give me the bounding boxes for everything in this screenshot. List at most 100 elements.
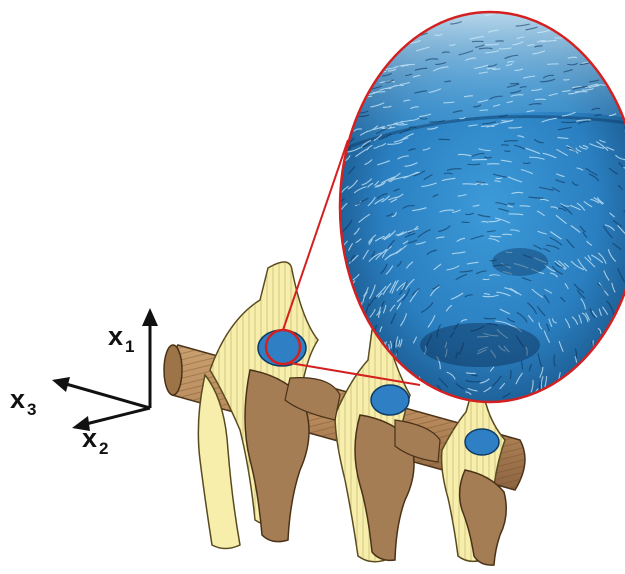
zoom-streak bbox=[569, 20, 580, 22]
zoom-streak bbox=[604, 384, 606, 399]
zoom-streak bbox=[345, 97, 354, 98]
zoom-streak bbox=[504, 151, 510, 152]
zoom-streak bbox=[486, 404, 498, 409]
blue-node-3 bbox=[465, 429, 499, 455]
zoom-streak bbox=[385, 31, 392, 33]
zoom-streak bbox=[348, 92, 363, 95]
zoom-streak bbox=[379, 34, 387, 35]
zoom-streak bbox=[390, 12, 406, 13]
zoom-streak bbox=[341, 36, 348, 37]
zoom-streak bbox=[392, 30, 399, 31]
zoom-streak bbox=[372, 36, 380, 37]
zoom-streak bbox=[399, 28, 405, 29]
zoom-streak bbox=[391, 23, 405, 24]
zoom-streak bbox=[600, 359, 601, 370]
zoom-streak bbox=[421, 11, 429, 13]
zoom-streak bbox=[550, 399, 553, 404]
zoom-streak bbox=[480, 110, 489, 111]
zoom-streak bbox=[590, 386, 592, 397]
zoom-streak bbox=[352, 17, 362, 20]
zoom-streak bbox=[372, 72, 380, 74]
zoom-streak bbox=[372, 20, 381, 21]
zoom-streak bbox=[574, 371, 576, 387]
zoom-streak bbox=[549, 20, 556, 21]
zoom-streak bbox=[392, 9, 403, 12]
zoom-streak bbox=[578, 29, 588, 32]
zoom-streak bbox=[590, 366, 594, 378]
zoom-streak bbox=[595, 20, 610, 24]
zoom-streak bbox=[342, 342, 344, 350]
zoom-streak bbox=[343, 296, 347, 309]
zoom-streak bbox=[586, 368, 587, 381]
zoom-streak bbox=[365, 18, 379, 20]
zoom-streak bbox=[411, 17, 423, 18]
axis-label-x2: x 2 bbox=[82, 423, 108, 458]
zoom-streak bbox=[365, 37, 374, 39]
zoom-streak bbox=[612, 326, 617, 336]
zoom-streak bbox=[394, 9, 407, 13]
zoom-streak bbox=[359, 34, 373, 37]
zoom-streak bbox=[496, 41, 504, 42]
zoom-streak bbox=[371, 15, 384, 18]
zoom-streak bbox=[568, 399, 573, 414]
axis-x2-letter: x bbox=[82, 423, 97, 453]
zoom-streak bbox=[374, 30, 383, 31]
axis-x3-letter: x bbox=[10, 384, 25, 414]
zoom-streak bbox=[357, 354, 358, 360]
axis-x3-subscript: 3 bbox=[27, 400, 36, 419]
zoom-streak bbox=[520, 206, 530, 207]
axis-x1-subscript: 1 bbox=[125, 337, 134, 356]
zoom-streak bbox=[420, 118, 428, 119]
zoom-streak bbox=[439, 13, 450, 14]
zoom-streak bbox=[601, 26, 617, 28]
zoom-streak bbox=[621, 330, 622, 339]
zoom-streak bbox=[619, 392, 620, 400]
axis-x2-subscript: 2 bbox=[99, 439, 108, 458]
zoom-streak bbox=[573, 372, 574, 386]
zoom-streak bbox=[343, 314, 344, 321]
zoom-streak bbox=[492, 69, 500, 70]
zoom-streak bbox=[483, 279, 490, 280]
zoom-streak bbox=[604, 393, 607, 400]
zoom-streak bbox=[612, 335, 615, 348]
zoom-streak bbox=[358, 339, 361, 354]
zoom-streak bbox=[345, 36, 360, 40]
zoom-streak bbox=[363, 53, 369, 55]
zoom-streak bbox=[350, 289, 353, 300]
zoom-streak bbox=[581, 33, 589, 34]
zoom-streak bbox=[366, 75, 374, 76]
zoom-streak bbox=[426, 389, 431, 395]
zoom-streak bbox=[618, 31, 625, 32]
zoom-streak bbox=[339, 380, 341, 386]
zoom-streak bbox=[597, 52, 611, 53]
zoom-streak bbox=[397, 349, 398, 358]
zoom-streak bbox=[610, 51, 618, 53]
zoom-streak bbox=[574, 34, 582, 36]
zoom-streak bbox=[358, 28, 370, 30]
zoom-streak bbox=[363, 346, 364, 356]
coordinate-axes-icon bbox=[52, 308, 158, 431]
zoom-streak bbox=[569, 14, 584, 15]
zoom-streak bbox=[520, 9, 534, 12]
zoom-streak bbox=[581, 399, 586, 407]
zoom-streak bbox=[561, 122, 576, 123]
zoom-streak bbox=[616, 387, 617, 400]
zoom-streak bbox=[340, 131, 349, 135]
zoom-streak bbox=[378, 15, 391, 16]
zoom-streak bbox=[345, 308, 348, 321]
zoom-streak bbox=[615, 57, 625, 58]
axis-label-x1: x 1 bbox=[108, 321, 134, 356]
zoom-streak bbox=[346, 80, 362, 83]
zoom-streak bbox=[484, 318, 496, 319]
zoom-streak bbox=[385, 12, 397, 14]
zoom-streak bbox=[386, 24, 396, 26]
zoom-streak bbox=[588, 30, 595, 32]
zoom-streak bbox=[351, 25, 362, 26]
zoom-streak bbox=[342, 317, 344, 323]
zoom-streak bbox=[501, 145, 509, 146]
zoom-streak bbox=[547, 64, 558, 65]
zoom-streak bbox=[346, 75, 361, 78]
zoom-streak bbox=[567, 37, 576, 39]
zoom-streak bbox=[599, 364, 601, 376]
